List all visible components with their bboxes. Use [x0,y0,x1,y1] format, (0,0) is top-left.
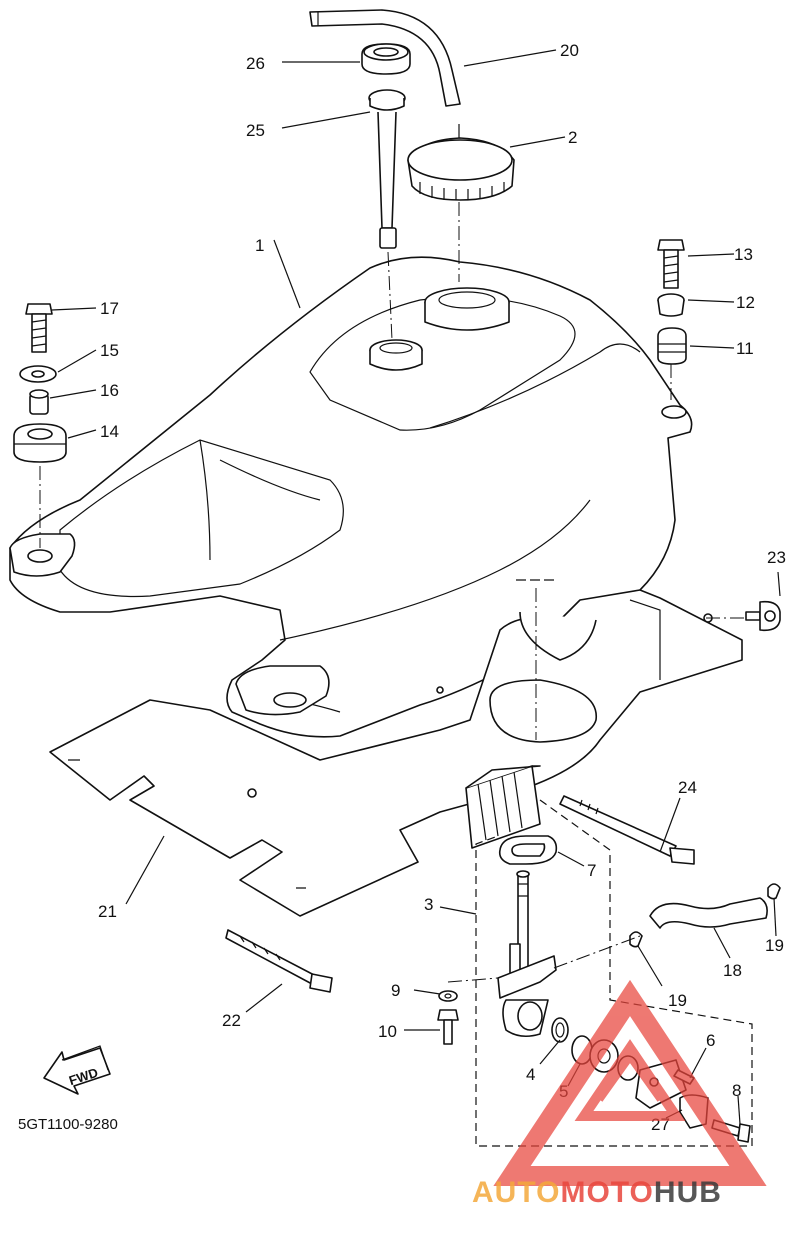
label-part-17: 17 [100,299,119,318]
label-part-15: 15 [100,341,119,360]
label-part-12: 12 [736,293,755,312]
bolt-part-17 [25,303,53,353]
forward-arrow-icon: FWD [43,1045,111,1095]
damper-part-11 [657,327,687,365]
label-part-24: 24 [678,778,697,797]
fuel-cock-part-3 [497,870,557,1038]
label-part-20: 20 [560,41,579,60]
label-part-1: 1 [255,236,264,255]
label-part-11: 11 [736,339,754,358]
bolt-part-13 [657,239,685,289]
washer-part-15 [19,365,57,383]
rubber-block-part [465,765,541,849]
label-part-10: 10 [378,1022,397,1041]
watermark-word-hub: HUB [654,1176,722,1209]
hose-clip-part-19b [767,883,781,900]
watermark-word-auto: AUTO [472,1176,560,1209]
label-part-19b: 19 [765,936,784,955]
label-part-18: 18 [723,961,742,980]
grommet-part [361,43,411,75]
gasket-part-7 [498,835,558,865]
label-part-9: 9 [391,981,400,1000]
collar-part-16 [29,389,49,415]
label-part-19a: 19 [668,991,687,1010]
cable-tie-part-22 [225,929,333,993]
label-part-23: 23 [767,548,786,567]
washer-part-9 [438,990,458,1002]
diagram-code: 5GT1100-9280 [18,1116,118,1133]
label-part-21: 21 [98,902,117,921]
watermark-word-moto: MOTO [560,1176,653,1209]
part-labels: 1 2 3 4 5 6 7 8 9 10 11 12 13 14 15 16 1… [98,41,786,1134]
damper-part-14 [13,423,67,463]
watermark-text: AUTOMOTOHUB [472,1176,722,1209]
label-part-22: 22 [222,1011,241,1030]
breather-hose-part [309,9,461,107]
label-part-13: 13 [734,245,753,264]
watermark-triangle-logo [493,979,767,1186]
cable-tie-part-24 [559,795,695,865]
label-part-7: 7 [587,861,596,880]
screw-part-23 [745,600,781,632]
fuel-cap-part [407,124,515,201]
o-ring-part-4 [551,1017,569,1043]
automotohub-watermark: AUTOMOTOHUB [472,979,767,1209]
collar-part-12 [657,293,685,317]
fuel-gauge-part [368,89,406,249]
label-part-14: 14 [100,422,119,441]
label-part-3: 3 [424,895,433,914]
label-part-25: 25 [246,121,265,140]
bolt-part-10 [437,1009,459,1045]
label-part-6: 6 [706,1031,715,1050]
fuel-hose-part-18 [649,897,768,929]
label-part-8: 8 [732,1081,741,1100]
label-part-2: 2 [568,128,577,147]
label-part-4: 4 [526,1065,535,1084]
label-part-16: 16 [100,381,119,400]
label-part-26: 26 [246,54,265,73]
